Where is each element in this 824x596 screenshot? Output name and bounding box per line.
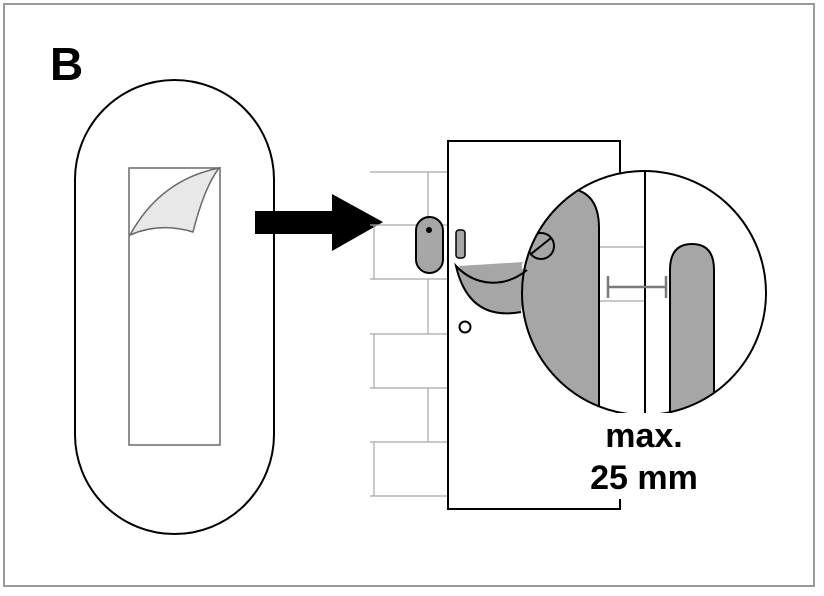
- step-letter: B: [50, 38, 83, 90]
- caption-line-2: 25 mm: [590, 459, 698, 497]
- caption-line-1: max.: [605, 417, 683, 455]
- door-knob: [460, 322, 471, 333]
- contact-sensor-icon: [416, 217, 443, 273]
- adhesive-strip-card: [75, 80, 274, 534]
- zoomed-magnet: [670, 244, 714, 420]
- magnet-icon: [456, 230, 465, 258]
